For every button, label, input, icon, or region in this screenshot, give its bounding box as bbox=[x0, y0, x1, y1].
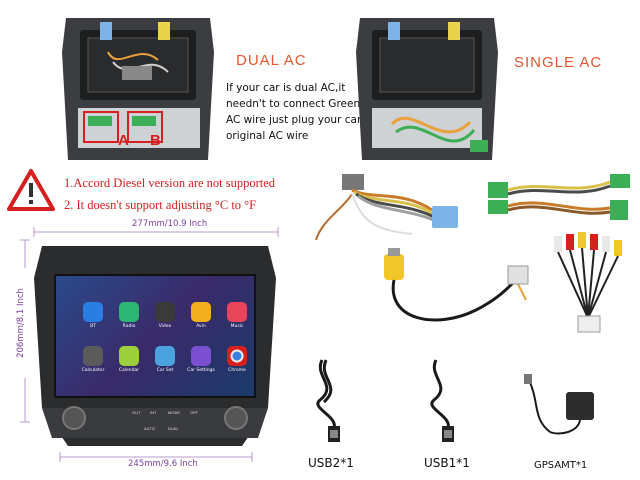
note-line: original AC wire bbox=[226, 130, 309, 142]
caption-usb2: USB2*1 bbox=[308, 456, 354, 470]
app-bt-icon[interactable]: BT bbox=[76, 302, 110, 329]
caption-usb1: USB1*1 bbox=[424, 456, 470, 470]
dual-ac-title: DUAL AC bbox=[236, 52, 307, 69]
avin-icon bbox=[191, 302, 211, 322]
head-unit-screen[interactable] bbox=[54, 274, 256, 398]
usb1-cable-image bbox=[422, 356, 472, 446]
app-calculator-icon[interactable]: Calculator bbox=[76, 346, 110, 373]
app-car-set-icon[interactable]: Car Set bbox=[148, 346, 182, 373]
label-a: A bbox=[118, 132, 129, 149]
panel-button-out[interactable]: OUT bbox=[132, 410, 141, 415]
app-music-icon[interactable]: Music bbox=[220, 302, 254, 329]
car-set-icon bbox=[155, 346, 175, 366]
panel-button-off[interactable]: OFF bbox=[190, 410, 198, 415]
climate-knob-right[interactable] bbox=[224, 406, 248, 430]
dimension-top-label: 277mm/10.9 Inch bbox=[130, 219, 210, 229]
dimension-top-line bbox=[32, 227, 280, 237]
calculator-icon bbox=[83, 346, 103, 366]
note-line: AC wire just plug your car bbox=[226, 114, 362, 126]
music-icon bbox=[227, 302, 247, 322]
usb2-cable-image bbox=[308, 356, 358, 446]
radio-icon bbox=[119, 302, 139, 322]
calendar-icon bbox=[119, 346, 139, 366]
app-chrome-icon[interactable]: Chrome bbox=[220, 346, 254, 373]
panel-button-mode[interactable]: MODE bbox=[168, 410, 180, 415]
panel-button-auto[interactable]: AUTO bbox=[144, 426, 156, 431]
warning-line-1: 1.Accord Diesel version are not supporte… bbox=[64, 176, 276, 190]
warning-icon bbox=[6, 168, 56, 212]
app-car-settings-icon[interactable]: Car Settings bbox=[184, 346, 218, 373]
single-ac-title: SINGLE AC bbox=[514, 54, 603, 71]
head-unit-image: BT Radio Video Avin Music Calculator Cal… bbox=[32, 238, 278, 450]
warning-line-2: 2. It doesn't support adjusting °C to °F bbox=[64, 198, 257, 212]
caption-gps: GPSAMT*1 bbox=[534, 460, 588, 471]
note-line: If your car is dual AC,it bbox=[226, 82, 346, 94]
car-settings-icon bbox=[191, 346, 211, 366]
app-avin-icon[interactable]: Avin bbox=[184, 302, 218, 329]
app-calendar-icon[interactable]: Calendar bbox=[112, 346, 146, 373]
chrome-icon bbox=[227, 346, 247, 366]
climate-knob-left[interactable] bbox=[62, 406, 86, 430]
single-ac-dash-image bbox=[352, 12, 502, 160]
panel-button-int[interactable]: INT bbox=[150, 410, 157, 415]
dual-ac-dash-image: A B bbox=[58, 12, 218, 160]
app-radio-icon[interactable]: Radio bbox=[112, 302, 146, 329]
video-icon bbox=[155, 302, 175, 322]
dimension-bottom-label: 245mm/9.6 Inch bbox=[128, 459, 198, 469]
panel-button-dual[interactable]: DUAL bbox=[168, 426, 179, 431]
label-b: B bbox=[150, 132, 161, 149]
dimension-bottom-line bbox=[58, 452, 254, 462]
bt-icon bbox=[83, 302, 103, 322]
dimension-side-label: 206mm/8.1 Inch bbox=[16, 268, 26, 378]
rca-cable-image bbox=[548, 228, 632, 340]
ac-harness-image bbox=[484, 170, 634, 230]
camera-cable-image bbox=[376, 240, 546, 340]
app-video-icon[interactable]: Video bbox=[148, 302, 182, 329]
gps-antenna-image bbox=[520, 372, 600, 448]
note-line: needn't to connect Green bbox=[226, 98, 361, 110]
dual-ac-note: If your car is dual AC,it needn't to con… bbox=[226, 80, 376, 144]
power-harness-image bbox=[312, 170, 482, 260]
